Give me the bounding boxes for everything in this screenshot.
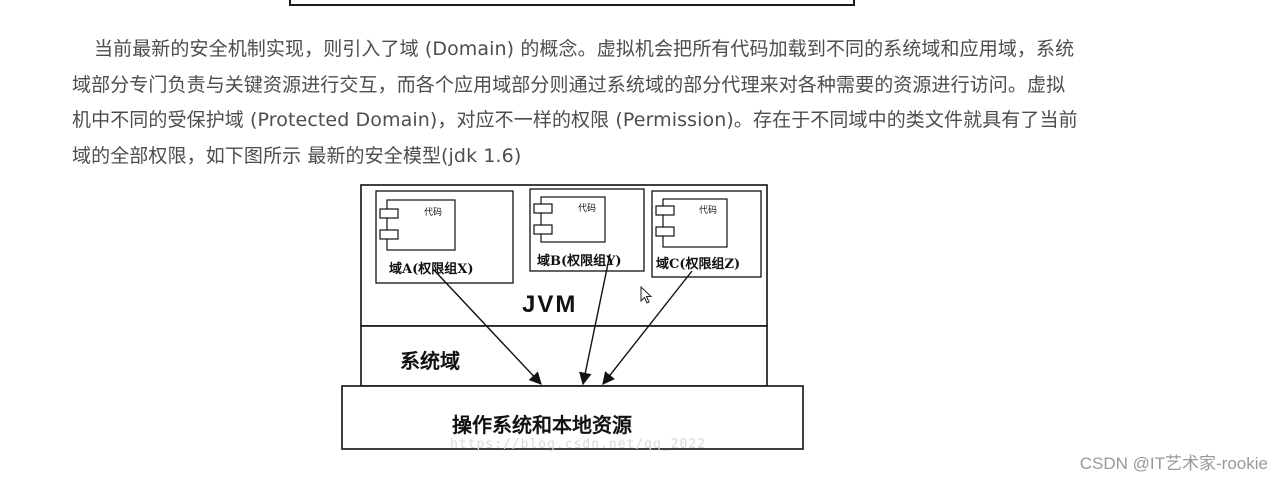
domain-a-label: 域A(权限组X) — [389, 261, 473, 277]
arrow-domain-c — [602, 270, 693, 385]
image-watermark-url: https://blog.csdn.net/qq_2022 — [450, 437, 706, 452]
os-resources-label: 操作系统和本地资源 — [452, 413, 632, 437]
code-label: 代码 — [578, 203, 596, 214]
domain-a-box: 代码 域A(权限组X) — [375, 190, 514, 284]
arrow-domain-a — [432, 268, 542, 385]
jvm-label: JVM — [522, 291, 577, 318]
domain-c-label: 域C(权限组Z) — [656, 256, 740, 272]
article-paragraph: 当前最新的安全机制实现，则引入了域 (Domain) 的概念。虚拟机会把所有代码… — [72, 38, 1078, 167]
system-domain-layer — [360, 325, 768, 387]
code-label: 代码 — [424, 207, 442, 218]
code-component-icon — [379, 199, 456, 251]
arrow-domain-b — [579, 253, 611, 386]
os-native-resources-layer — [341, 385, 804, 450]
code-component-icon — [533, 196, 606, 243]
domain-b-label: 域B(权限组Y) — [537, 253, 622, 269]
code-label: 代码 — [699, 205, 717, 216]
jvm-frame — [360, 184, 768, 327]
csdn-watermark: CSDN @IT艺术家-rookie — [1079, 454, 1268, 473]
domain-c-box: 代码 域C(权限组Z) — [651, 190, 762, 278]
domain-b-box: 代码 域B(权限组Y) — [529, 188, 645, 272]
system-domain-label: 系统域 — [400, 349, 460, 373]
previous-figure-frame-edge — [289, 0, 855, 6]
code-component-icon — [655, 198, 728, 248]
mouse-pointer-icon — [640, 286, 653, 304]
